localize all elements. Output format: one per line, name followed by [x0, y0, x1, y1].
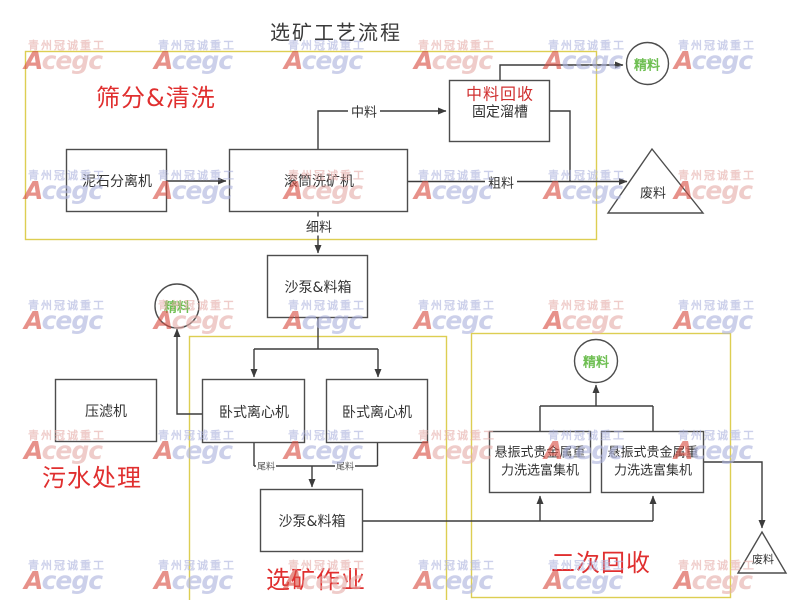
edge-drum-to-middling [317, 107, 447, 150]
node-sand-pump-2 [259, 488, 364, 553]
label-concentrator-2-line1: 悬振式贵金属重 [607, 445, 699, 461]
node-mud-separator [65, 148, 168, 213]
label-middling-recovery-title: 中料回收 [465, 84, 535, 104]
label-filter-press: 压滤机 [85, 404, 127, 420]
node-concentrate-3 [573, 338, 619, 384]
node-concentrator-2 [600, 430, 705, 494]
label-centrifuge-1: 卧式离心机 [219, 405, 289, 421]
label-sand-pump-1: 沙泵&料箱 [284, 280, 352, 296]
label-concentrate-3: 精料 [582, 355, 610, 371]
region-screening-washing [24, 50, 598, 241]
node-concentrator-1 [488, 430, 592, 494]
label-middling-recovery-subtitle: 固定溜槽 [471, 104, 528, 121]
label-concentrate-1: 精料 [633, 58, 661, 74]
edge-label-tailings-2: 尾料 [334, 459, 356, 473]
edge-centrifuge1-to-concentrate2 [173, 328, 203, 415]
label-concentrator-1-line1: 悬振式贵金属重 [494, 445, 586, 461]
label-concentrator-2-line2: 力洗选富集机 [613, 463, 693, 478]
label-centrifuge-2: 卧式离心机 [342, 405, 412, 421]
region-secondary-recovery [470, 332, 732, 599]
edge-label-coarse: 粗料 [484, 172, 518, 192]
node-filter-press [54, 378, 158, 443]
region-label-separation: 选矿作业 [266, 566, 366, 594]
region-label-screening: 筛分&清洗 [96, 84, 216, 112]
edge-label-middling: 中料 [347, 101, 381, 121]
region-label-sewage: 污水处理 [42, 464, 142, 492]
node-concentrate-1 [625, 41, 670, 86]
region-label-secondary: 二次回收 [551, 549, 651, 577]
edge-middling-to-concentrate1 [499, 61, 624, 81]
node-waste-2 [736, 530, 788, 574]
label-concentrate-2: 精料 [163, 300, 191, 316]
page-title: 选矿工艺流程 [270, 20, 402, 45]
node-drum-washer [228, 148, 409, 213]
node-middling-recovery [448, 79, 551, 143]
label-mud-separator: 泥石分离机 [82, 174, 152, 190]
node-waste-1 [606, 147, 705, 214]
edge-label-tailings-1: 尾料 [255, 459, 277, 473]
label-waste-2: 废料 [752, 553, 774, 566]
edge-label-fine: 细料 [302, 216, 336, 236]
label-drum-washer: 滚筒洗矿机 [284, 174, 354, 190]
node-sand-pump-1 [266, 254, 369, 319]
edge-concentrator2-to-waste2 [703, 461, 766, 529]
label-concentrator-1-line2: 力洗选富集机 [500, 463, 580, 478]
label-middling-recovery: 中料回收 固定溜槽 [466, 84, 534, 121]
label-sand-pump-2: 沙泵&料箱 [278, 514, 346, 530]
node-concentrate-2 [154, 283, 200, 329]
label-concentrator-2: 悬振式贵金属重 力洗选富集机 [607, 444, 698, 479]
label-waste-1: 废料 [639, 186, 667, 202]
node-centrifuge-1 [201, 378, 306, 444]
label-concentrator-1: 悬振式贵金属重 力洗选富集机 [494, 444, 585, 479]
node-centrifuge-2 [325, 378, 429, 444]
edge-middling-to-wasteline [549, 110, 571, 182]
